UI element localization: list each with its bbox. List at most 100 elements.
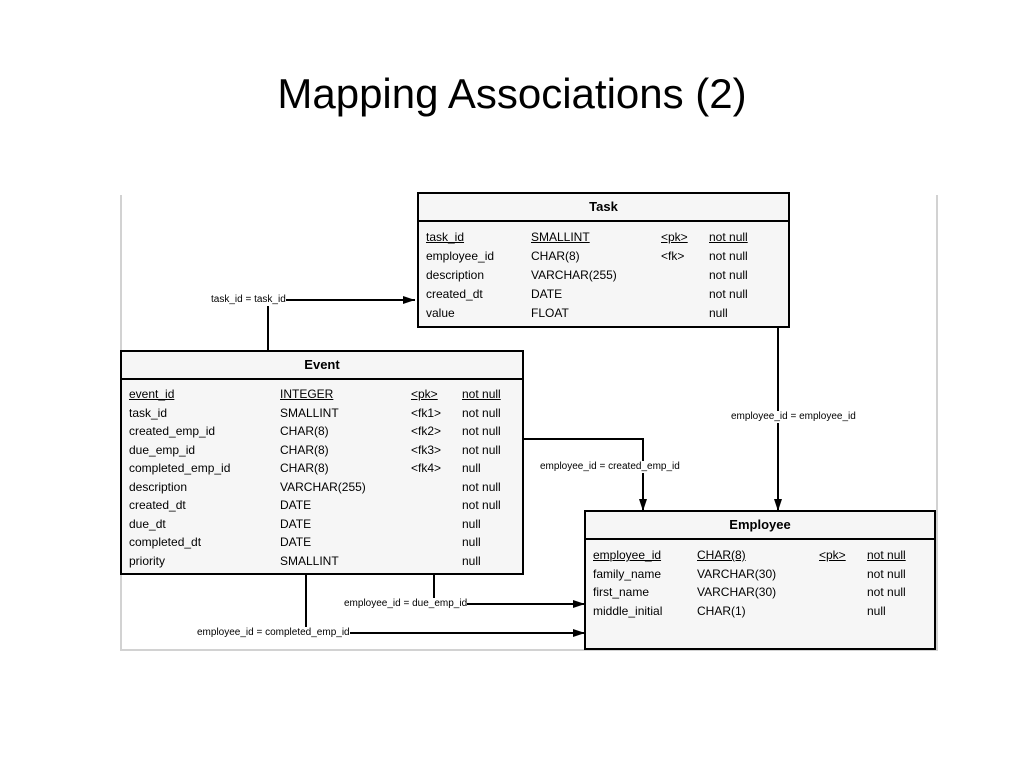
event-row-due-emp-id: due_emp_id CHAR(8) <fk3> not null bbox=[122, 441, 522, 459]
event-key-marker: <fk2> bbox=[411, 424, 442, 438]
event-nullability: not null bbox=[462, 405, 501, 420]
event-column-name: created_dt bbox=[129, 498, 186, 512]
task-column-name: task_id bbox=[426, 230, 465, 244]
event-data-type: DATE bbox=[280, 516, 312, 531]
event-row-completed-emp-id: completed_emp_id CHAR(8) <fk4> null bbox=[122, 459, 522, 477]
event-nullability: not null bbox=[462, 442, 501, 457]
label-event-created: employee_id = created_emp_id bbox=[540, 461, 680, 473]
event-row-priority: priority SMALLINT null bbox=[122, 552, 522, 570]
event-nullability: not null bbox=[462, 387, 501, 401]
event-data-type: DATE bbox=[280, 535, 312, 549]
task-entity-name: Task bbox=[419, 194, 788, 222]
task-column-name: description bbox=[426, 268, 485, 282]
event-key-marker: <fk1> bbox=[411, 405, 442, 420]
event-nullability: null bbox=[462, 535, 481, 549]
event-nullability: null bbox=[462, 461, 481, 475]
employee-nullability: null bbox=[867, 603, 886, 618]
event-row-created-dt: created_dt DATE not null bbox=[122, 496, 522, 514]
event-column-name: description bbox=[129, 479, 188, 494]
event-column-name: due_dt bbox=[129, 516, 166, 531]
task-column-name: created_dt bbox=[426, 287, 483, 301]
task-nullability: not null bbox=[709, 249, 748, 263]
task-data-type: CHAR(8) bbox=[531, 249, 580, 263]
event-data-type: VARCHAR(255) bbox=[280, 479, 366, 494]
arrow-event-task bbox=[403, 296, 415, 304]
event-nullability: not null bbox=[462, 479, 501, 494]
task-nullability: not null bbox=[709, 230, 748, 244]
arrow-task-employee bbox=[774, 499, 782, 511]
employee-nullability: not null bbox=[867, 566, 906, 581]
employee-row-first-name: first_name VARCHAR(30) not null bbox=[586, 583, 934, 601]
task-data-type: VARCHAR(255) bbox=[531, 268, 617, 282]
employee-data-type: VARCHAR(30) bbox=[697, 585, 777, 599]
event-column-name: event_id bbox=[129, 387, 175, 401]
event-data-type: DATE bbox=[280, 498, 312, 512]
event-row-description: description VARCHAR(255) not null bbox=[122, 478, 522, 496]
event-column-name: priority bbox=[129, 553, 166, 568]
arrow-event-due bbox=[573, 600, 585, 608]
event-nullability: not null bbox=[462, 424, 501, 438]
label-event-due: employee_id = due_emp_id bbox=[344, 598, 468, 610]
event-column-name: task_id bbox=[129, 405, 168, 420]
task-attributes: task_id SMALLINT <pk> not null employee_id CH… bbox=[419, 222, 788, 328]
task-column-name: employee_id bbox=[426, 249, 495, 263]
employee-data-type: CHAR(1) bbox=[697, 603, 746, 618]
event-column-name: created_emp_id bbox=[129, 424, 216, 438]
connector-event-created bbox=[523, 438, 644, 511]
event-nullability: null bbox=[462, 553, 481, 568]
event-key-marker: <fk3> bbox=[411, 442, 442, 457]
employee-row-employee-id: employee_id CHAR(8) <pk> not null bbox=[586, 546, 934, 564]
event-entity-name: Event bbox=[122, 352, 522, 380]
task-key-marker: <fk> bbox=[661, 249, 685, 263]
employee-nullability: not null bbox=[867, 548, 906, 562]
task-data-type: DATE bbox=[531, 287, 563, 301]
employee-column-name: family_name bbox=[593, 566, 662, 581]
event-column-name: due_emp_id bbox=[129, 442, 196, 457]
event-row-completed-dt: completed_dt DATE null bbox=[122, 533, 522, 551]
event-key-marker: <pk> bbox=[411, 387, 438, 401]
task-data-type: SMALLINT bbox=[531, 230, 590, 244]
event-data-type: CHAR(8) bbox=[280, 461, 329, 475]
employee-key-marker: <pk> bbox=[819, 548, 846, 562]
event-nullability: null bbox=[462, 516, 481, 531]
event-key-marker: <fk4> bbox=[411, 461, 442, 475]
event-row-task-id: task_id SMALLINT <fk1> not null bbox=[122, 404, 522, 422]
slide-title: Mapping Associations (2) bbox=[277, 70, 747, 117]
label-event-task: task_id = task_id bbox=[211, 294, 286, 306]
employee-row-middle-initial: middle_initial CHAR(1) null bbox=[586, 602, 934, 620]
event-row-event-id: event_id INTEGER <pk> not null bbox=[122, 385, 522, 403]
event-column-name: completed_dt bbox=[129, 535, 202, 549]
label-task-employee: employee_id = employee_id bbox=[731, 411, 856, 423]
event-column-name: completed_emp_id bbox=[129, 461, 231, 475]
employee-column-name: first_name bbox=[593, 585, 650, 599]
task-data-type: FLOAT bbox=[531, 306, 569, 320]
task-key-marker: <pk> bbox=[661, 230, 688, 244]
event-data-type: CHAR(8) bbox=[280, 442, 329, 457]
event-data-type: INTEGER bbox=[280, 387, 334, 401]
event-data-type: SMALLINT bbox=[280, 553, 339, 568]
employee-data-type: CHAR(8) bbox=[697, 548, 746, 562]
task-row-employee-id: employee_id CHAR(8) <fk> not null bbox=[419, 247, 788, 265]
employee-entity-name: Employee bbox=[586, 512, 934, 540]
event-row-due-dt: due_dt DATE null bbox=[122, 515, 522, 533]
task-column-name: value bbox=[426, 306, 455, 320]
arrow-event-completed bbox=[573, 629, 585, 637]
arrow-event-created bbox=[639, 499, 647, 511]
employee-nullability: not null bbox=[867, 585, 906, 599]
event-nullability: not null bbox=[462, 498, 501, 512]
connector-event-task bbox=[267, 299, 415, 352]
event-data-type: SMALLINT bbox=[280, 405, 339, 420]
employee-column-name: employee_id bbox=[593, 548, 662, 562]
employee-column-name: middle_initial bbox=[593, 603, 663, 618]
label-event-completed: employee_id = completed_emp_id bbox=[197, 627, 350, 639]
